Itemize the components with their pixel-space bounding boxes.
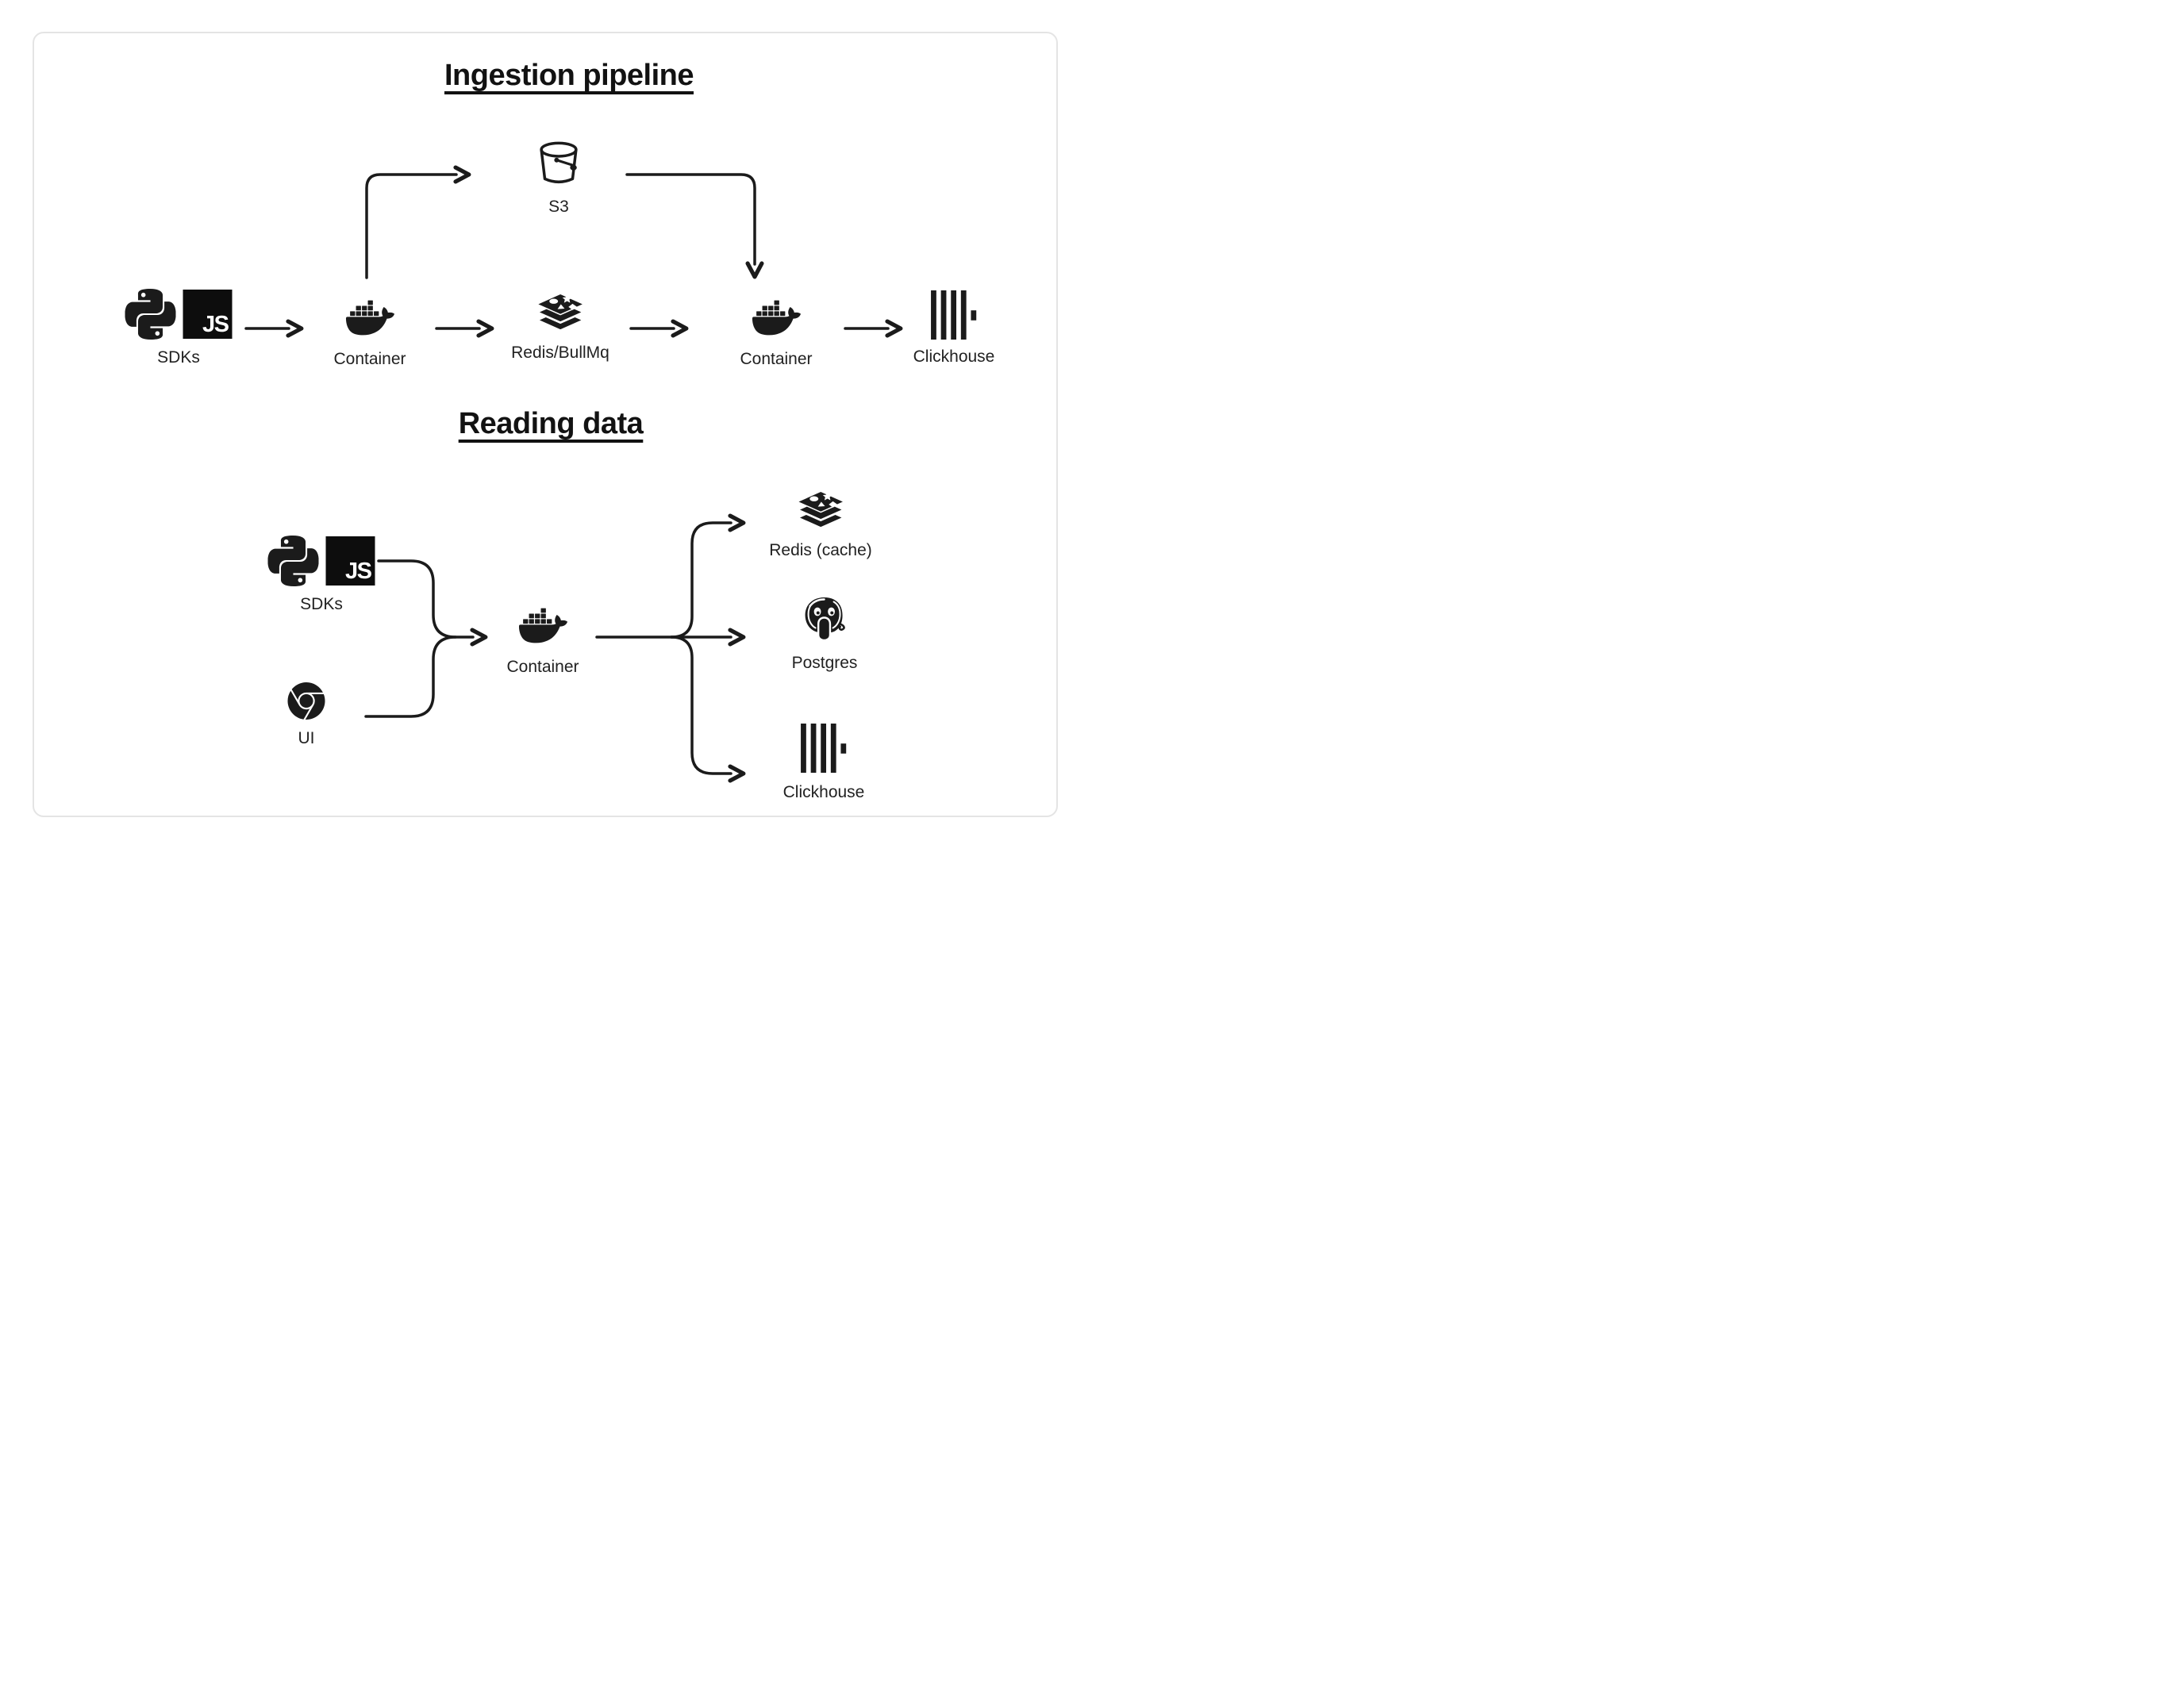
node-ingestion-container-2: Container: [740, 294, 813, 368]
python-icon: [267, 536, 319, 586]
javascript-icon-text: JS: [345, 559, 372, 584]
clickhouse-icon: [931, 290, 977, 340]
node-redis-bullmq: Redis/BullMq: [511, 290, 609, 362]
python-icon: [125, 289, 176, 340]
clickhouse-icon: [801, 724, 847, 773]
diagram-canvas: Ingestion pipeline Reading data JS SDKs …: [0, 0, 1092, 850]
docker-icon: [345, 300, 394, 336]
javascript-icon-text: JS: [202, 312, 229, 337]
docker-icon: [752, 300, 801, 336]
redis-icon: [796, 490, 845, 530]
node-redis-cache: Redis (cache): [769, 488, 872, 559]
reading-data-title: Reading data: [458, 407, 644, 440]
node-postgres: Postgres: [791, 595, 858, 672]
docker-icon: [518, 608, 567, 643]
node-reading-sdks: JS SDKs: [267, 535, 375, 613]
node-label-clickhouse: Clickhouse: [782, 783, 865, 801]
diagram-card: [33, 32, 1058, 817]
node-label-sdks: SDKs: [300, 595, 343, 613]
node-label-container: Container: [333, 350, 406, 368]
node-reading-clickhouse: Clickhouse: [782, 724, 865, 801]
node-label-container: Container: [740, 350, 813, 368]
s3-bucket-icon: [540, 141, 578, 184]
node-label-ui: UI: [298, 729, 315, 747]
node-label-sdks: SDKs: [157, 348, 200, 367]
node-reading-container: Container: [506, 601, 579, 676]
node-label-s3: S3: [548, 198, 569, 216]
node-label-postgres: Postgres: [791, 654, 858, 672]
javascript-icon: JS: [183, 290, 233, 339]
postgresql-icon: [804, 596, 846, 642]
node-ingestion-sdks: JS SDKs: [125, 288, 233, 367]
node-ingestion-clickhouse: Clickhouse: [913, 290, 995, 366]
redis-icon: [536, 292, 585, 332]
node-label-redis-bullmq: Redis/BullMq: [511, 344, 609, 362]
ingestion-pipeline-title: Ingestion pipeline: [444, 59, 694, 92]
node-label-container: Container: [506, 658, 579, 676]
node-label-redis-cache: Redis (cache): [769, 541, 872, 559]
chrome-icon: [287, 682, 325, 720]
node-s3: S3: [536, 140, 581, 216]
javascript-icon: JS: [325, 536, 375, 586]
node-ui: UI: [287, 682, 325, 747]
node-ingestion-container-1: Container: [333, 294, 406, 368]
node-label-clickhouse: Clickhouse: [913, 347, 995, 366]
